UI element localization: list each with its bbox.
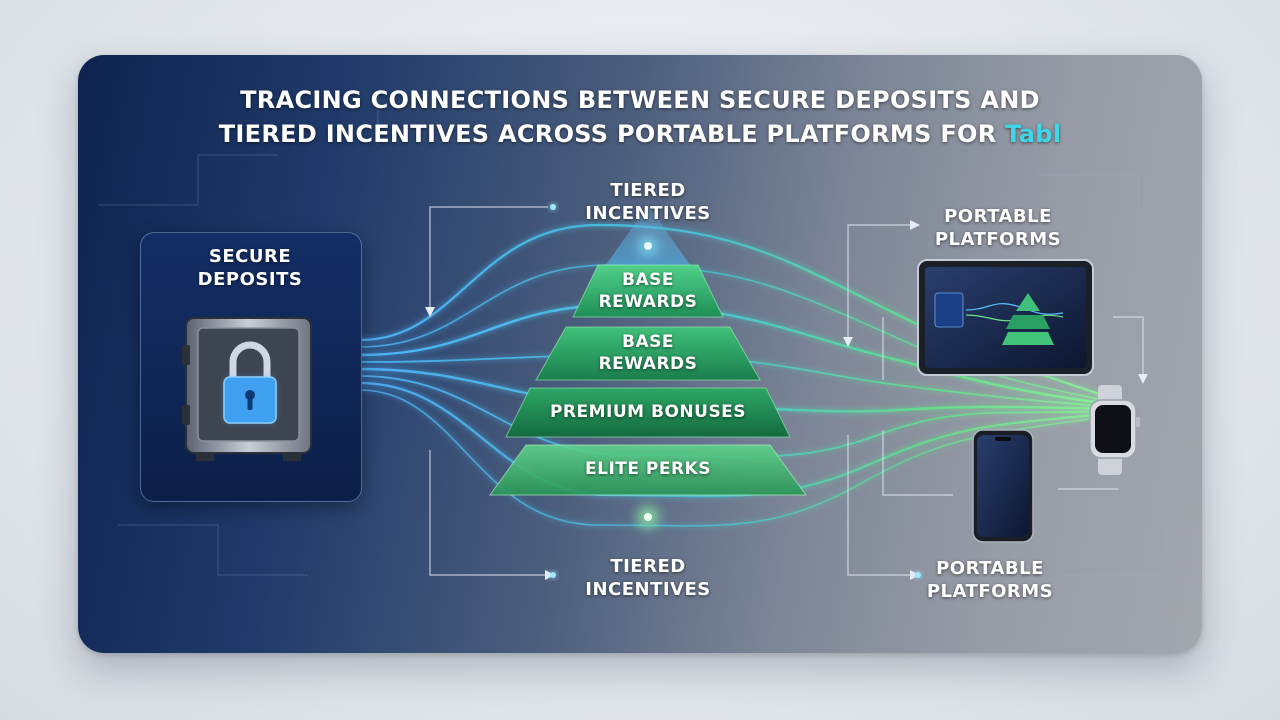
title-line-1: TRACING CONNECTIONS BETWEEN SECURE DEPOS… (240, 86, 1040, 114)
tier-1-line-2: REWARDS (598, 292, 698, 312)
diagram-card: TRACING CONNECTIONS BETWEEN SECURE DEPOS… (78, 55, 1202, 653)
brand-name: Tabl (1005, 120, 1062, 148)
title-line-2: TIERED INCENTIVES ACROSS PORTABLE PLATFO… (78, 117, 1202, 151)
portable-platforms-bottom-label: PORTABLE PLATFORMS (890, 557, 1090, 603)
tiered-incentives-top-label: TIERED INCENTIVES (518, 179, 778, 225)
tier-4-line-1: ELITE PERKS (585, 459, 711, 479)
tiered-incentives-bottom-label: TIERED INCENTIVES (518, 555, 778, 601)
page-title: TRACING CONNECTIONS BETWEEN SECURE DEPOS… (78, 83, 1202, 151)
diagram-art (98, 95, 1169, 580)
portable-platforms-top-line-1: PORTABLE (944, 206, 1052, 227)
secure-deposits-label-line-2: DEPOSITS (197, 269, 303, 290)
tablet-icon (917, 259, 1094, 376)
tier-2-line-2: REWARDS (598, 354, 698, 374)
portable-platforms-top-line-2: PLATFORMS (934, 229, 1062, 250)
secure-deposits-label-line-1: SECURE (208, 246, 292, 267)
tier-1-line-1: BASE (622, 270, 674, 290)
tier-label-1: BASE REWARDS (548, 269, 748, 313)
connector-arrows (429, 206, 1144, 576)
smartphone-icon (972, 429, 1034, 543)
tier-shape-3 (505, 387, 791, 438)
tiered-incentives-top-line-1: TIERED (610, 180, 686, 201)
secure-deposits-label: SECURE DEPOSITS (140, 245, 360, 291)
tier-2-line-1: BASE (622, 332, 674, 352)
title-line-2-text: TIERED INCENTIVES ACROSS PORTABLE PLATFO… (218, 120, 997, 148)
background-circuit-lines (98, 95, 1169, 576)
portable-platforms-bottom-line-1: PORTABLE (936, 558, 1044, 579)
tiered-incentives-bottom-line-2: INCENTIVES (585, 579, 711, 600)
data-flow-streams (358, 223, 1120, 527)
tiered-incentives-bottom-line-1: TIERED (610, 556, 686, 577)
portable-platforms-top-label: PORTABLE PLATFORMS (898, 205, 1098, 251)
tier-3-line-1: PREMIUM BONUSES (549, 402, 747, 422)
pyramid-apex (606, 205, 690, 265)
tier-shape-4 (489, 444, 807, 496)
tier-label-2: BASE REWARDS (548, 331, 748, 375)
smartwatch-icon (1089, 385, 1140, 475)
tier-shape-1 (572, 264, 724, 318)
tier-shape-2 (535, 326, 761, 381)
tier-label-3: PREMIUM BONUSES (518, 401, 778, 423)
tiered-incentives-top-line-2: INCENTIVES (585, 203, 711, 224)
tier-label-4: ELITE PERKS (518, 458, 778, 480)
portable-platforms-bottom-line-2: PLATFORMS (926, 581, 1054, 602)
